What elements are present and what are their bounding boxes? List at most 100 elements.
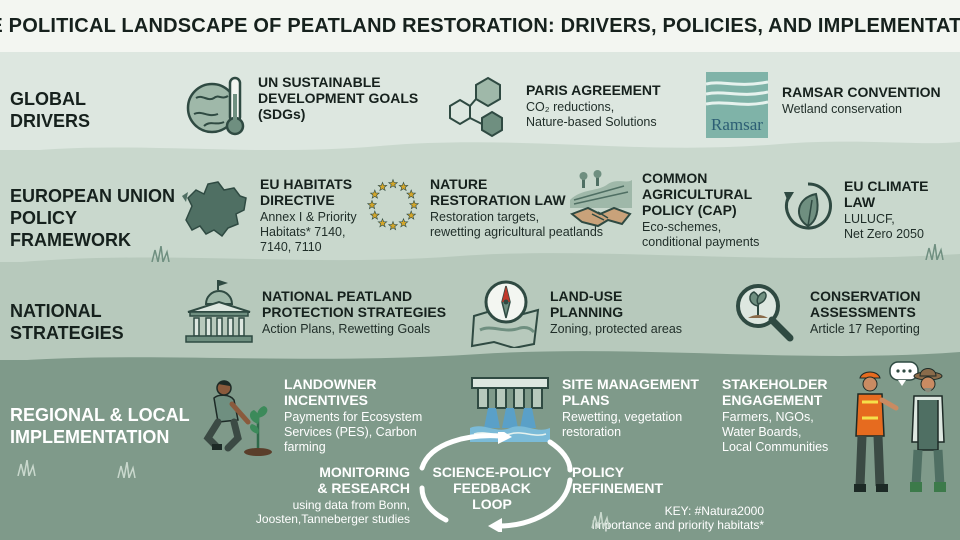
grass-tuft-icon <box>17 460 36 476</box>
item-subtext: restoration <box>562 425 622 439</box>
item-subtext: Action Plans, Rewetting Goals <box>262 322 431 336</box>
item-eu-habitats-directive: EU HABITATS DIRECTIVE Annex I & Priority… <box>178 176 357 255</box>
compass-map-icon <box>470 280 540 348</box>
monitoring-research-sources: using data from Bonn, Joosten,Tanneberge… <box>255 498 410 526</box>
eu-star <box>377 181 388 192</box>
item-subtext: Article 17 Reporting <box>810 322 920 336</box>
item-land-use-planning: LAND-USE PLANNING Zoning, protected area… <box>470 276 682 348</box>
item-subtext: Restoration targets, <box>430 210 540 224</box>
item-subtext: farming <box>284 440 326 454</box>
eu-star <box>377 217 388 228</box>
item-heading: PARIS AGREEMENT <box>526 82 661 98</box>
item-un-sdgs: UN SUSTAINABLE DEVELOPMENT GOALS (SDGs) <box>184 74 418 138</box>
item-site-management-plans: SITE MANAGEMENT PLANS Rewetting, vegetat… <box>470 376 699 442</box>
eu-star <box>398 181 409 192</box>
item-heading: POLICY (CAP) <box>642 202 737 218</box>
europe-map-icon <box>182 181 247 238</box>
recycle-leaf-icon <box>784 182 832 230</box>
eu-star <box>387 178 399 189</box>
feedback-loop-label: SCIENCE-POLICY FEEDBACK LOOP <box>432 464 552 512</box>
ramsar-logo-icon: Ramsar <box>706 72 768 138</box>
item-heading: COMMON <box>642 170 708 186</box>
item-national-peatland-strategies: NATIONAL PEATLAND PROTECTION STRATEGIES … <box>184 278 446 346</box>
eu-stars-icon <box>366 178 420 231</box>
item-heading: INCENTIVES <box>284 392 369 408</box>
item-subtext: Rewetting, vegetation <box>562 410 683 424</box>
item-heading: NATIONAL PEATLAND <box>262 288 413 304</box>
item-subtext: Zoning, protected areas <box>550 322 683 336</box>
item-common-agricultural-policy: COMMON AGRICULTURAL POLICY (CAP) Eco-sch… <box>568 170 759 250</box>
item-subtext: CO₂ reductions, <box>526 100 615 114</box>
item-heading: DIRECTIVE <box>260 192 335 208</box>
eu-star <box>406 189 417 199</box>
item-heading: ASSESSMENTS <box>810 304 916 320</box>
monitoring-research-label: MONITORING & RESEARCH <box>317 464 410 496</box>
item-eu-climate-law: EU CLIMATE LAW LULUCF, Net Zero 2050 <box>780 178 960 242</box>
eu-star <box>369 189 380 199</box>
planting-person-icon <box>203 380 272 456</box>
eu-star <box>369 210 380 220</box>
row-label-eu-policy-framework: EUROPEAN UNION POLICY FRAMEWORK <box>10 186 176 250</box>
item-heading: RAMSAR CONVENTION <box>782 84 941 100</box>
item-heading: UN SUSTAINABLE <box>258 74 381 90</box>
item-heading: PLANS <box>562 392 610 408</box>
grass-tuft-icon <box>117 462 136 478</box>
ramsar-logo-text: Ramsar <box>711 115 763 134</box>
item-conservation-assessments: CONSERVATION ASSESSMENTS Article 17 Repo… <box>732 280 920 344</box>
globe-thermometer-icon <box>186 76 245 136</box>
grass-tuft-icon <box>591 512 610 528</box>
legend-key: KEY: #Natura2000 importance and priority… <box>591 504 764 532</box>
page-title: THE POLITICAL LANDSCAPE OF PEATLAND REST… <box>0 14 960 37</box>
item-heading: LAND-USE <box>550 288 623 304</box>
row-label-regional-local-implementation: REGIONAL & LOCAL IMPLEMENTATION <box>10 405 190 447</box>
item-heading: NATURE <box>430 176 488 192</box>
item-subtext: LULUCF, <box>844 212 895 226</box>
eu-star <box>398 217 409 228</box>
row-label-national-strategies: NATIONAL STRATEGIES <box>10 301 124 343</box>
item-heading: AGRICULTURAL <box>642 186 753 202</box>
eu-star <box>387 220 399 231</box>
item-heading: LANDOWNER <box>284 376 377 392</box>
item-subtext: Local Communities <box>722 440 829 454</box>
item-heading: EU CLIMATE LAW <box>844 178 929 210</box>
item-subtext: Eco-schemes, <box>642 220 722 234</box>
item-subtext: Services (PES), Carbon <box>284 425 417 439</box>
eu-star <box>406 210 417 220</box>
grass-tuft-icon <box>925 244 944 260</box>
item-heading: STAKEHOLDER <box>722 376 828 392</box>
item-paris-agreement: PARIS AGREEMENT CO₂ reductions, Nature-b… <box>444 74 661 140</box>
item-subtext: conditional payments <box>642 235 760 249</box>
item-heading: PLANNING <box>550 304 624 320</box>
policy-refinement-label: POLICY REFINEMENT <box>572 464 663 496</box>
item-subtext: Habitats* 7140, <box>260 225 346 239</box>
item-heading: PROTECTION STRATEGIES <box>262 304 447 320</box>
hexagon-network-icon <box>449 76 503 138</box>
eu-star <box>408 199 420 210</box>
feedback-loop-arrows <box>419 432 573 532</box>
item-subtext: Payments for Ecosystem <box>284 410 423 424</box>
item-subtext: Water Boards, <box>722 425 802 439</box>
item-heading: EU HABITATS <box>260 176 353 192</box>
item-subtext: rewetting agricultural peatlands <box>430 225 604 239</box>
item-heading: DEVELOPMENT GOALS <box>258 90 419 106</box>
eu-star <box>366 199 378 210</box>
item-stakeholder-engagement: STAKEHOLDER ENGAGEMENT Farmers, NGOs, Wa… <box>722 376 828 455</box>
item-subtext: Nature-based Solutions <box>526 115 657 129</box>
item-ramsar-convention: Ramsar RAMSAR CONVENTION Wetland conserv… <box>706 72 941 138</box>
item-subtext: Wetland conservation <box>782 102 902 116</box>
government-building-icon <box>185 280 253 343</box>
handshake-fields-icon <box>570 170 632 228</box>
item-heading: CONSERVATION <box>810 288 921 304</box>
title-bar: THE POLITICAL LANDSCAPE OF PEATLAND REST… <box>0 0 960 52</box>
item-subtext: Net Zero 2050 <box>844 227 924 241</box>
people-talking-icon <box>854 361 946 492</box>
item-heading: RESTORATION LAW <box>430 192 566 208</box>
item-subtext: 7140, 7110 <box>260 240 322 254</box>
item-heading: (SDGs) <box>258 106 306 122</box>
item-heading: SITE MANAGEMENT <box>562 376 699 392</box>
grass-tuft-icon <box>151 246 170 262</box>
row-label-global-drivers: GLOBAL DRIVERS <box>10 89 91 131</box>
item-heading: ENGAGEMENT <box>722 392 823 408</box>
item-nature-restoration-law: NATURE RESTORATION LAW Restoration targe… <box>364 176 603 240</box>
item-subtext: Farmers, NGOs, <box>722 410 814 424</box>
